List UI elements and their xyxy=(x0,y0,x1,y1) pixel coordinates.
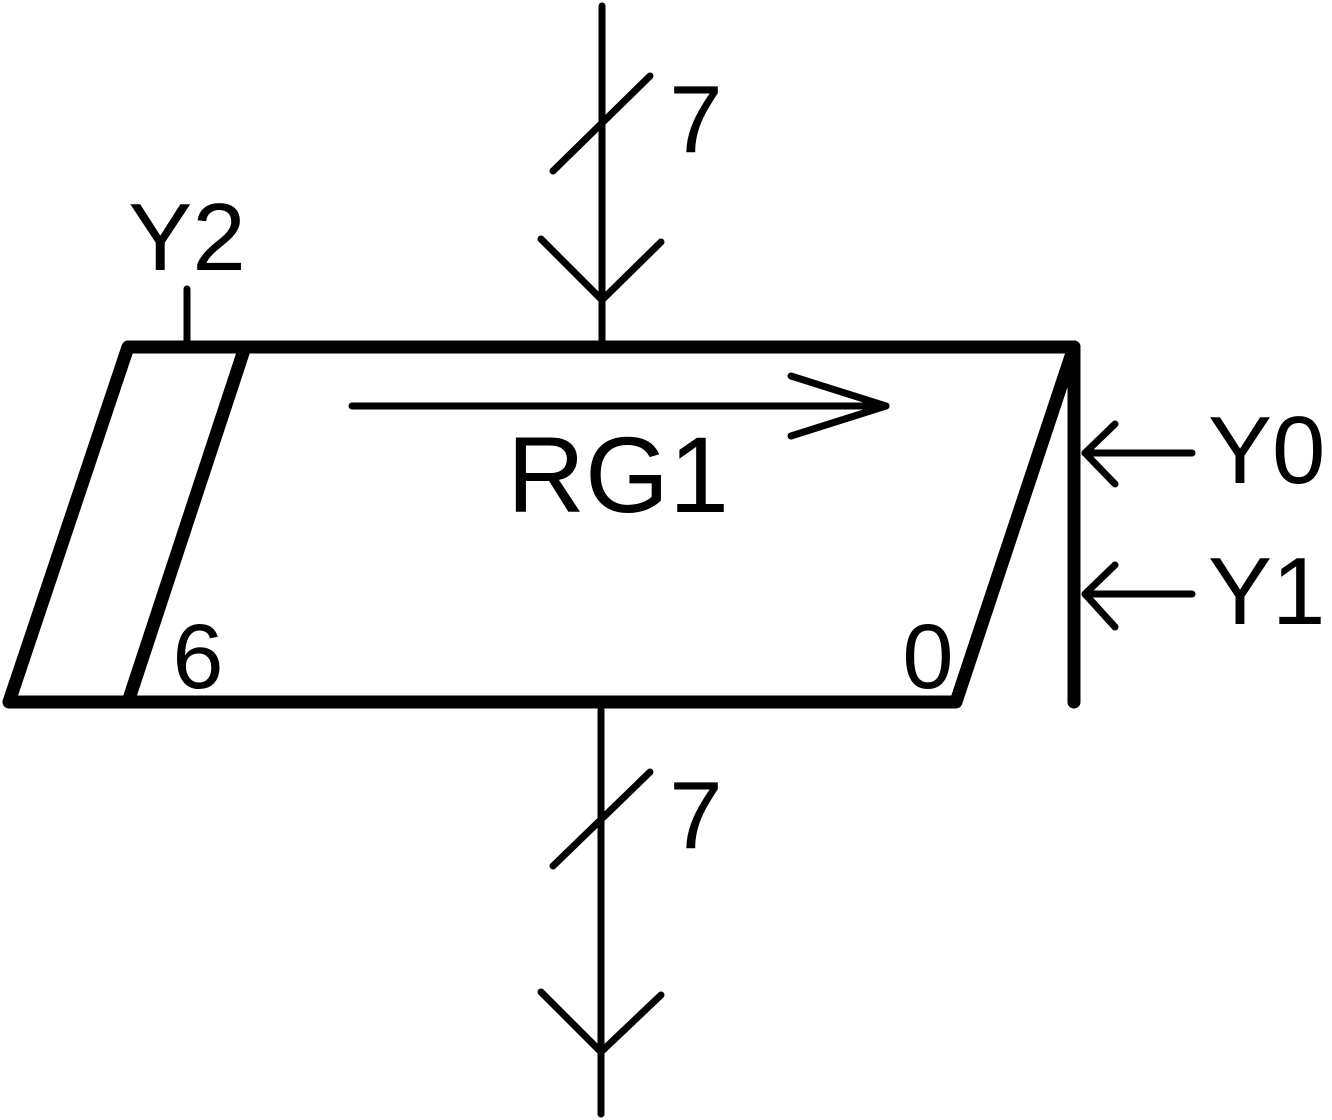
clear-control-label: Y1 xyxy=(1208,538,1325,645)
input-bus xyxy=(537,2,665,344)
output-bus-width-slash xyxy=(549,768,654,870)
input-bus-width-label: 7 xyxy=(669,66,722,173)
msb-bit-label: 6 xyxy=(172,606,223,708)
clear-control-arrow-icon xyxy=(1081,561,1196,631)
lsb-bit-label: 0 xyxy=(902,606,953,708)
shift-enable-label: Y2 xyxy=(128,184,245,291)
output-bus xyxy=(537,706,665,1118)
register-name: RG1 xyxy=(507,414,729,535)
output-bus-width-label: 7 xyxy=(669,762,722,869)
register-body-outline xyxy=(2,340,1081,709)
input-bus-width-slash xyxy=(549,72,654,175)
load-control-arrow-icon xyxy=(1081,420,1196,488)
input-bus-arrow-icon xyxy=(537,235,665,304)
shift-right-arrow-icon xyxy=(348,372,890,440)
load-control-label: Y0 xyxy=(1208,397,1325,504)
output-bus-arrow-icon xyxy=(537,988,665,1056)
register-section-divider xyxy=(121,340,252,709)
